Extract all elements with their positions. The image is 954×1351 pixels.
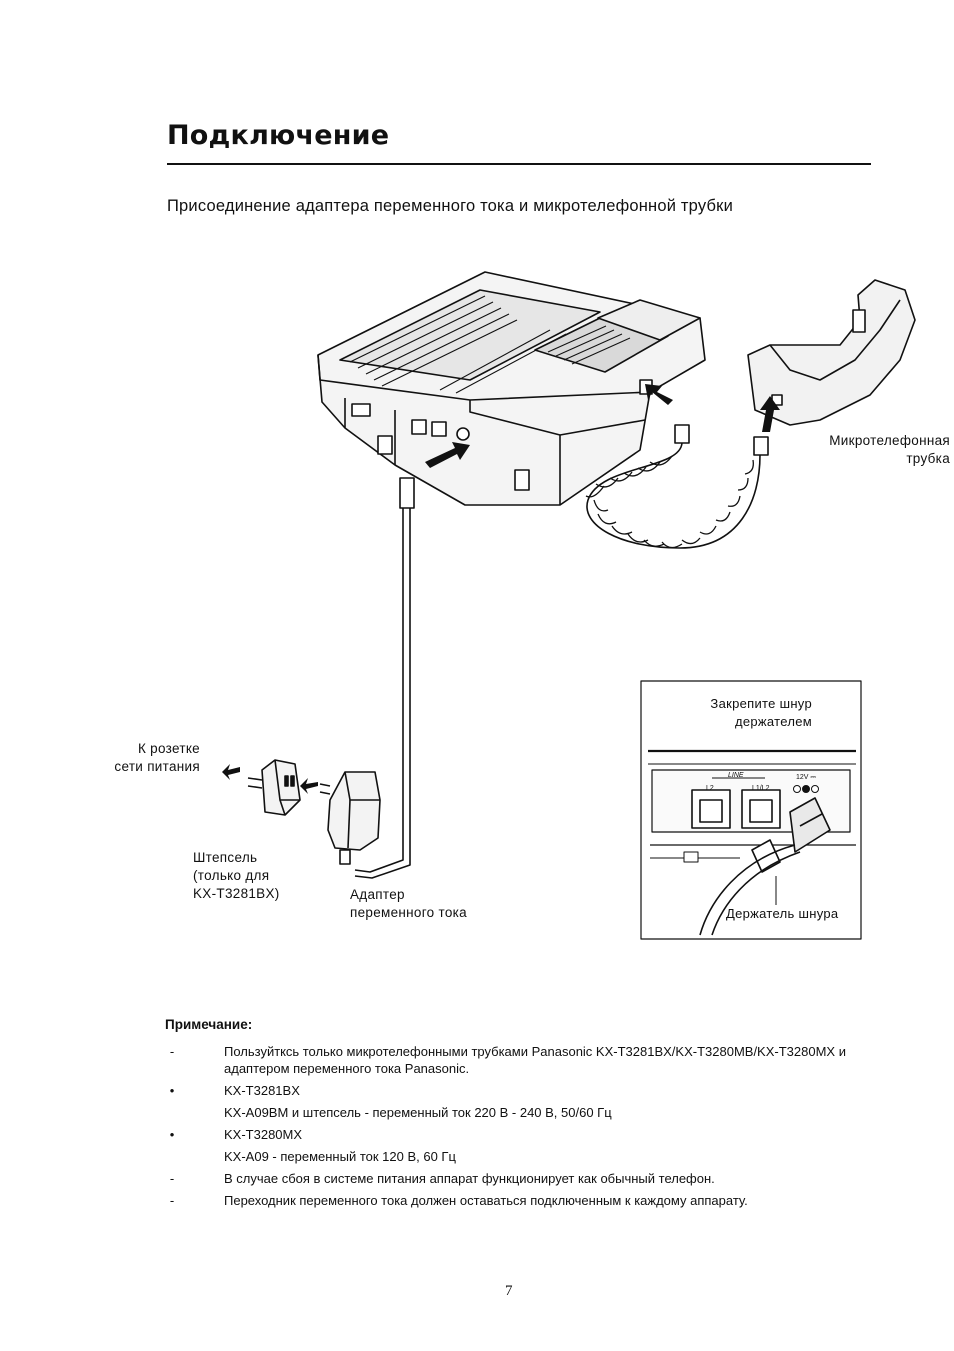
arrow-icons	[222, 384, 780, 794]
note-bullet: •	[169, 1083, 175, 1098]
outlet-label-line1: К розетке	[137, 741, 200, 756]
plug-illustration	[247, 759, 301, 816]
note-item: - Переходник переменного тока должен ост…	[160, 1192, 850, 1209]
note-subtext: KX-A09 - переменный ток 120 В, 60 Гц	[224, 1149, 456, 1164]
inset-caption-line2: держателем	[734, 714, 812, 729]
ac-adapter-illustration	[319, 771, 381, 865]
title-rule	[167, 163, 871, 165]
note-text: Переходник переменного тока должен остав…	[224, 1193, 748, 1208]
outlet-label: К розетке сети питания	[60, 740, 200, 776]
note-item: - В случае сбоя в системе питания аппара…	[160, 1170, 850, 1187]
plug-label: Штепсель (только для KX-T3281BX)	[193, 849, 280, 903]
inset-caption-line1: Закрепите шнур	[710, 696, 812, 711]
inset-caption: Закрепите шнур держателем	[650, 695, 812, 731]
cord-holder-inset-frame	[640, 680, 862, 940]
note-text: Пользуйткcь только микротелефонными труб…	[224, 1044, 846, 1076]
note-bullet: •	[169, 1127, 175, 1142]
note-text: KX-T3281BX	[224, 1083, 300, 1098]
page-number: 7	[505, 1283, 513, 1299]
coiled-cord-illustration	[585, 424, 769, 549]
adapter-cable-illustration	[354, 477, 415, 879]
note-item: • KX-T3281BX KX-A09BM и штепсель - перем…	[160, 1082, 850, 1121]
handset-illustration	[747, 279, 916, 426]
jack-label-l1l2: L1/L2	[752, 785, 770, 792]
jack-label-l2: L2	[706, 785, 714, 792]
note-subtext: KX-A09BM и штепсель - переменный ток 220…	[224, 1105, 612, 1120]
telephone-base-illustration	[317, 271, 706, 506]
note-item: - Пользуйткcь только микротелефонными тр…	[160, 1043, 850, 1077]
note-bullet: -	[169, 1044, 175, 1059]
jack-group-label: LINE	[728, 772, 744, 779]
power-jack-label: 12V ⎓	[796, 774, 816, 781]
adapter-label-line2: переменного тока	[350, 905, 467, 920]
section-subtitle: Присоединение адаптера переменного тока …	[167, 197, 733, 215]
outlet-label-line2: сети питания	[114, 759, 200, 774]
notes-list: - Пользуйткcь только микротелефонными тр…	[160, 1043, 850, 1214]
note-bullet: -	[169, 1171, 175, 1186]
plug-label-line2: (только для	[193, 868, 270, 883]
page-title: Подключение	[167, 120, 390, 151]
plug-label-line1: Штепсель	[193, 850, 258, 865]
plug-label-line3: KX-T3281BX)	[193, 886, 280, 901]
note-text: В случае сбоя в системе питания аппарат …	[224, 1171, 715, 1186]
adapter-label: Адаптер переменного тока	[350, 886, 467, 922]
handset-label: Микротелефонная трубка	[780, 432, 950, 468]
note-bullet: -	[169, 1193, 175, 1208]
note-text: KX-T3280MX	[224, 1127, 303, 1142]
notes-heading: Примечание:	[165, 1017, 253, 1032]
cord-holder-label: Держатель шнура	[726, 906, 839, 921]
handset-label-line1: Микротелефонная	[829, 433, 950, 448]
handset-label-line2: трубка	[906, 451, 950, 466]
adapter-label-line1: Адаптер	[350, 887, 405, 902]
note-item: • KX-T3280MX KX-A09 - переменный ток 120…	[160, 1126, 850, 1165]
